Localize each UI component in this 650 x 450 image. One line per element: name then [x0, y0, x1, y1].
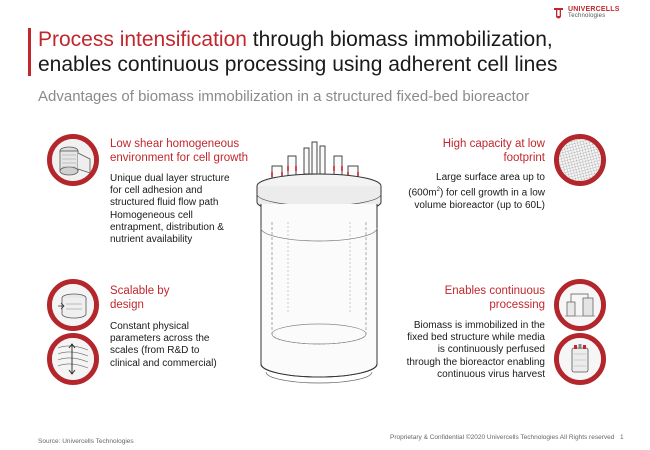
bioreactor-illustration	[256, 141, 382, 384]
body-line: volume bioreactor (up to 60L)	[414, 199, 545, 211]
feature-heading-continuous: Enables continuous processing	[444, 285, 545, 311]
scale-cylinder-icon	[47, 279, 99, 331]
body-line: Biomass is immobilized in the	[413, 320, 545, 331]
body-line: continuous virus harvest	[437, 368, 545, 380]
fixed-bed-roll-icon	[47, 134, 99, 186]
feature-body-low-shear: Unique dual layer structure for cell adh…	[110, 173, 230, 246]
source-note: Source: Univercells Technologies	[38, 438, 134, 445]
body-line: Constant physical	[110, 321, 189, 332]
body-line: through the bioreactor enabling	[406, 356, 545, 368]
body-line: entrapment, distribution &	[110, 221, 224, 233]
univercells-mark-icon	[554, 8, 563, 19]
perfusion-setup-icon	[554, 279, 606, 331]
body-line: fixed bed structure while media	[407, 332, 545, 344]
body-line: (600m2) for cell growth in a low	[395, 184, 545, 200]
body-line: Homogeneous cell	[110, 209, 193, 221]
body-line: scales (from R&D to	[110, 345, 200, 357]
mesh-texture-icon	[554, 134, 606, 186]
feature-heading-low-shear: Low shear homogeneous environment for ce…	[110, 138, 249, 164]
feature-body-scalable: Constant physical parameters across the …	[110, 321, 217, 370]
body-part: (600m	[408, 187, 437, 199]
body-line: parameters across the	[110, 333, 210, 345]
page-title: Process intensification through biomass …	[38, 27, 598, 77]
body-line: clinical and commercial)	[110, 357, 217, 369]
page-number: 1	[620, 434, 624, 441]
superscript: 2	[436, 187, 440, 194]
feature-heading-high-capacity: High capacity at low footprint	[442, 138, 545, 164]
univercells-logo: UNIVERCELLS Technologies	[553, 6, 620, 20]
logo-sub: Technologies	[568, 13, 606, 19]
body-line: Large surface area up to	[436, 172, 545, 183]
body-line: structured fluid flow path	[110, 197, 219, 209]
scale-arrows-icon	[47, 333, 99, 385]
title-rest: through biomass immobilization, enables …	[38, 28, 558, 76]
feature-body-continuous: Biomass is immobilized in the fixed bed …	[395, 320, 545, 381]
logo-brand: UNIVERCELLS	[568, 6, 620, 13]
confidential-note: Proprietary & Confidential ©2020 Univerc…	[390, 434, 615, 441]
heading-text: Scalable by design	[110, 285, 170, 311]
body-line: for cell adhesion and	[110, 185, 203, 197]
title-accent-bar	[28, 28, 31, 76]
body-line: nutrient availability	[110, 234, 193, 246]
feature-body-high-capacity: Large surface area up to (600m2) for cel…	[395, 172, 545, 212]
body-line: Unique dual layer structure	[110, 173, 230, 184]
body-line: is continuously perfused	[437, 344, 545, 356]
page-subtitle: Advantages of biomass immobilization in …	[38, 88, 530, 105]
body-part: ) for cell growth in a low	[439, 187, 545, 199]
feature-heading-scalable: Scalable by design	[110, 284, 170, 312]
bioreactor-small-icon	[554, 333, 606, 385]
title-highlight: Process intensification	[38, 28, 247, 51]
